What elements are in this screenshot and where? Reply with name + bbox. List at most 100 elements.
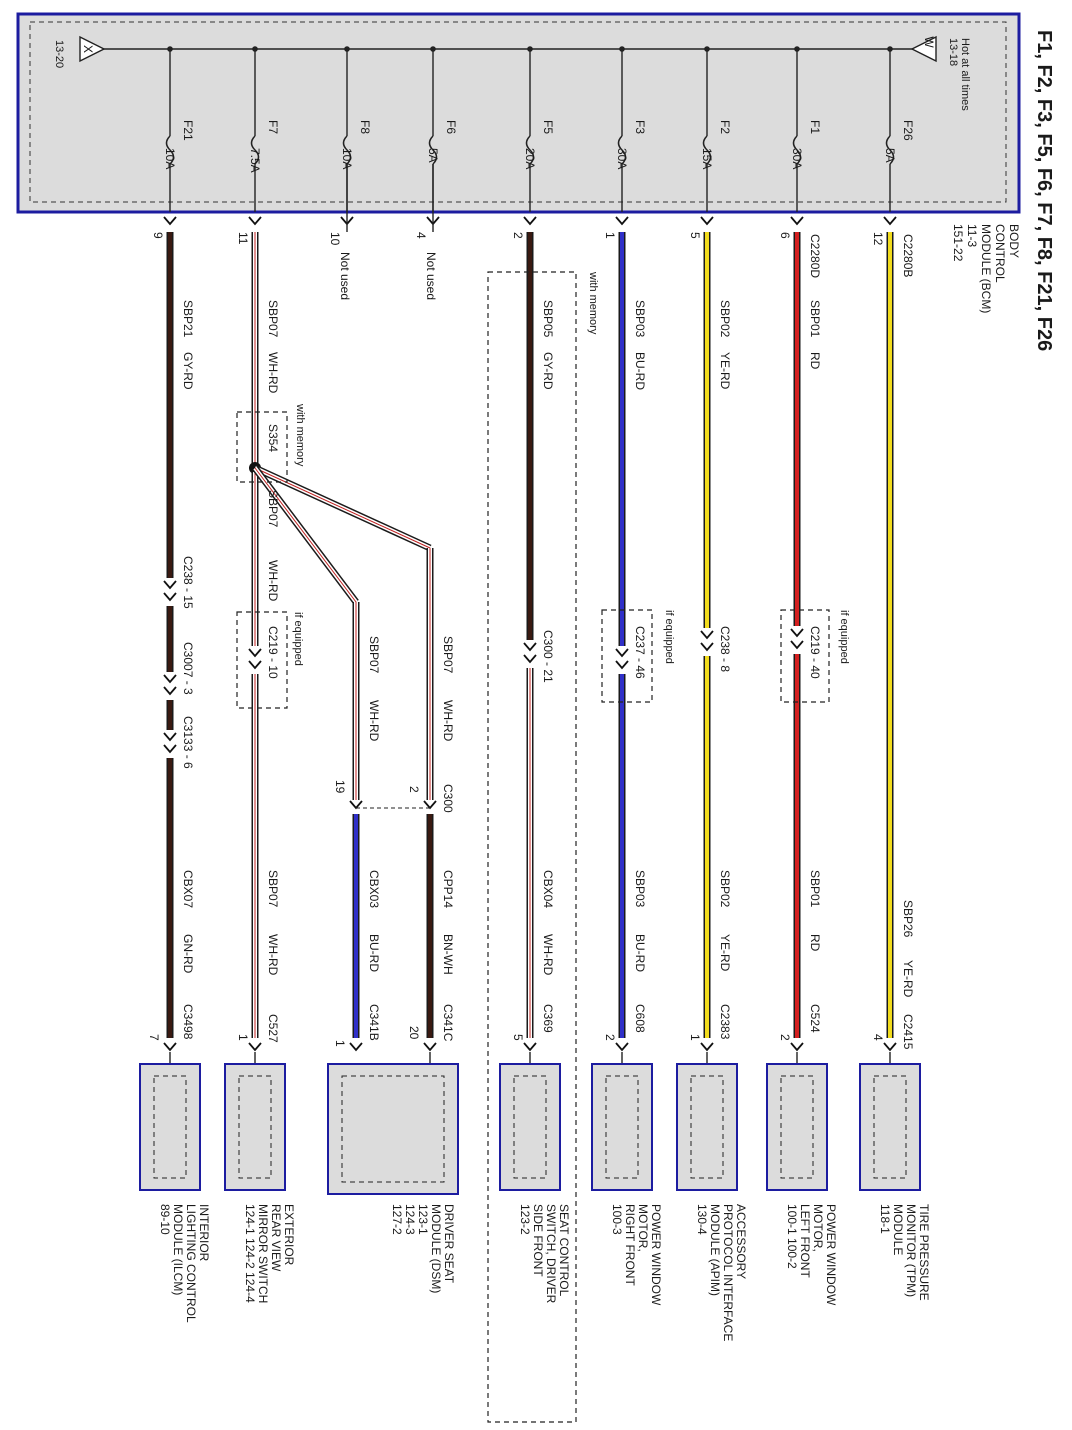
module-seat-switch [499, 1063, 561, 1191]
module-apim-label: 130-4 [695, 1204, 709, 1235]
conn-f7-module: C527 [266, 1014, 280, 1043]
fuse-f6-id: F6 [444, 120, 458, 134]
inline-f21-3-lower [163, 744, 177, 754]
fuse-f3-id: F3 [633, 120, 647, 134]
module-ilcm-label: MODULE (ILCM) [171, 1204, 185, 1295]
module-pw-lf-label: POWER WINDOW [824, 1204, 838, 1306]
module-mirror-switch [224, 1063, 286, 1191]
wire-dsm-branch-b-diag-tracer [254, 467, 357, 603]
inline-f21-1-label: C238 - 15 [181, 556, 195, 609]
inline-f21-2-upper [163, 674, 177, 684]
conn-f2-module: C2383 [718, 1004, 732, 1040]
hot-label: Hot at all times [959, 38, 971, 111]
tag-f7-if-equipped: if equipped [292, 612, 304, 666]
module-pw-rf-label: MOTOR, [636, 1204, 650, 1252]
module-pw-rf-label: 100-3 [610, 1204, 624, 1235]
fuse-f5-symbol [525, 135, 535, 165]
fuse-f21-amp: 10A [163, 148, 177, 169]
circuit-f5: SBP05 [541, 300, 555, 338]
color-f3: BU-RD [633, 352, 647, 390]
chevron-f21-module [163, 1042, 177, 1052]
module-pw-lf-label: LEFT FRONT [798, 1204, 812, 1278]
module-dsm-label: 127-2 [390, 1204, 404, 1235]
module-ilcm-label: INTERIOR [197, 1204, 211, 1262]
bcm-box [16, 12, 1021, 214]
color-f3-b: BU-RD [633, 934, 647, 972]
dsm-c300-chevron-a [423, 800, 437, 810]
module-mirror-switch-label: 124-1 124-2 124-4 [243, 1204, 257, 1303]
fuse-f8-symbol [342, 135, 352, 165]
dsm-branch-b-circuit: SBP07 [367, 636, 381, 674]
fuse-f2-amp: 15A [700, 148, 714, 169]
fuse-f2-pin-chevron [700, 216, 714, 226]
inline-f2-lower [700, 642, 714, 652]
conn-f1-bcm: C2280D [808, 234, 822, 278]
chevron-f3-module [615, 1042, 629, 1052]
fuse-f3-pin-chevron [615, 216, 629, 226]
pin-f5-module: 5 [511, 1034, 525, 1041]
module-mirror-switch-inner [238, 1075, 272, 1179]
chevron-f7-module [248, 1042, 262, 1052]
fuse-f26-pin: 12 [871, 232, 885, 246]
inline-f21-3-label: C3133 - 6 [181, 716, 195, 769]
module-tpm-label: 118-1 [878, 1204, 892, 1234]
dsm-branch-b-color: WH-RD [367, 700, 381, 742]
bcm-label: BODY CONTROL MODULE (BCM) 11-3 151-22 [951, 224, 1021, 313]
dsm-out-b-chevron [349, 1042, 363, 1052]
not-used-f6: Not used [424, 252, 438, 300]
module-ilcm [139, 1063, 201, 1191]
color-f2: YE-RD [718, 352, 732, 390]
inline-f21-3-upper [163, 732, 177, 742]
label-layer: F265A12F130A6F215A5F330A1F520A2F65A4F810… [139, 120, 931, 1423]
fuse-f2-id: F2 [718, 120, 732, 134]
module-pw-rf-label: RIGHT FRONT [623, 1204, 637, 1286]
inline-f2-upper [700, 630, 714, 640]
module-apim-label: MODULE (APIM) [708, 1204, 722, 1296]
fuse-f8-pin: 10 [328, 232, 342, 246]
color-f7-b: WH-RD [266, 560, 280, 602]
color-f2-b: YE-RD [718, 934, 732, 972]
dsm-branch-a-circuit: SBP07 [441, 636, 455, 674]
inline-f1-label: C219 - 40 [808, 626, 822, 679]
fuse-f21-id: F21 [181, 120, 195, 141]
fuse-f5-pin: 2 [511, 232, 525, 239]
tag-f7-with-memory: with memory [294, 403, 306, 467]
inline-f21-2-lower [163, 686, 177, 696]
bcm-label-line: 151-22 [951, 224, 965, 262]
bcm-label-line: 11-3 [965, 224, 979, 247]
dashed-f1 [780, 609, 830, 703]
inline-f7-upper [248, 648, 262, 658]
fuse-f3-symbol [617, 135, 627, 165]
circuit-f3: SBP03 [633, 300, 647, 338]
dashed-f5-memory [487, 271, 577, 1423]
module-tpm-label: TIRE PRESSURE [917, 1204, 931, 1301]
conn-f5-module: C369 [541, 1004, 555, 1033]
bcm-label-line: MODULE (BCM) [979, 224, 993, 313]
module-mirror-switch-label: EXTERIOR [282, 1204, 296, 1266]
module-apim-inner [690, 1075, 724, 1179]
module-pw-lf [766, 1063, 828, 1191]
dashed-f7-ifeq [236, 611, 288, 709]
inline-f21-1-upper [163, 580, 177, 590]
module-seat-switch-label: 123-2 [518, 1204, 532, 1235]
module-seat-switch-label: SIDE FRONT [531, 1204, 545, 1277]
color-f1-b: RD [808, 934, 822, 952]
dsm-out-b-circuit: CBX03 [367, 870, 381, 908]
module-pw-lf-inner [780, 1075, 814, 1179]
fuse-f5-id: F5 [541, 120, 555, 134]
fuse-f2-pin: 5 [688, 232, 702, 239]
module-dsm-label: 123-1 [416, 1204, 430, 1235]
color-f5-b: WH-RD [541, 934, 555, 976]
fuse-f6-amp: 5A [426, 148, 440, 163]
circuit-f7-c: SBP07 [266, 870, 280, 908]
module-pw-rf [591, 1063, 653, 1191]
inline-f5-label: C300 - 21 [541, 630, 555, 683]
conn-f21-module: C3498 [181, 1004, 195, 1040]
module-ilcm-label: LIGHTING CONTROL [184, 1204, 198, 1323]
dsm-out-a-pin: 20 [407, 1026, 421, 1040]
tag-f3-if-equipped: if equipped [663, 610, 675, 664]
module-ilcm-inner [153, 1075, 187, 1179]
color-f26: YE-RD [901, 960, 915, 998]
fuse-f26-amp: 5A [883, 148, 897, 163]
node-w-triangle [910, 35, 937, 63]
